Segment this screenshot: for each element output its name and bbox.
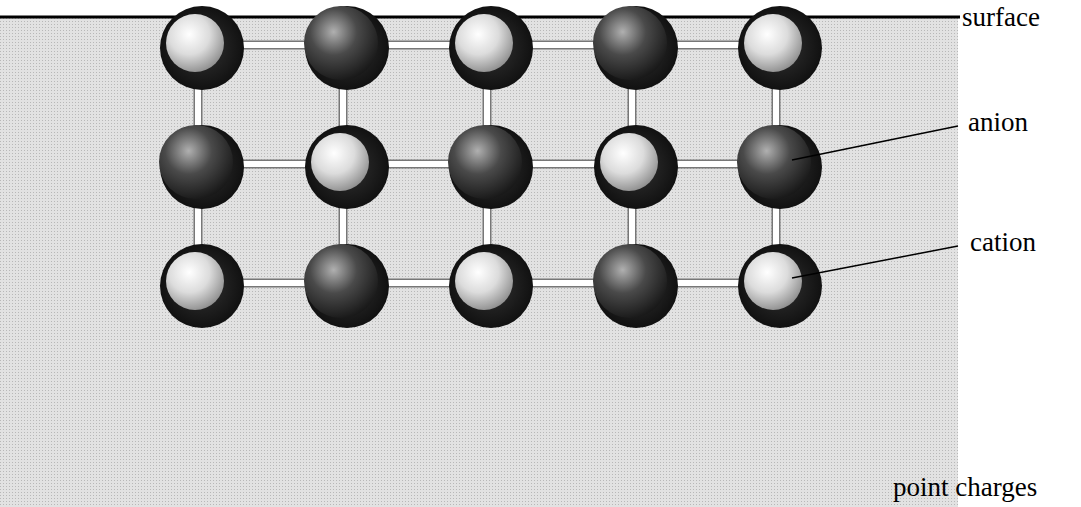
back-ion xyxy=(738,6,822,90)
cation-sphere xyxy=(600,133,658,191)
anion-sphere xyxy=(304,6,378,80)
cation-sphere xyxy=(166,252,224,310)
label-text: surface xyxy=(962,4,1040,31)
back-ion xyxy=(305,6,389,90)
back-ion xyxy=(449,125,533,209)
back-ion xyxy=(449,244,533,328)
anion-sphere xyxy=(593,6,667,80)
back-ion xyxy=(594,125,678,209)
leader-line xyxy=(792,126,958,160)
cation-sphere xyxy=(744,252,802,310)
cation-sphere xyxy=(166,14,224,72)
bulk-region xyxy=(0,18,958,507)
back-ion xyxy=(305,244,389,328)
back-ion xyxy=(305,125,389,209)
anion-sphere xyxy=(593,244,667,318)
back-ion xyxy=(449,6,533,90)
anion-sphere xyxy=(448,125,522,199)
leader-line xyxy=(792,246,958,278)
back-ion xyxy=(160,125,244,209)
cation-sphere xyxy=(455,14,513,72)
cation-sphere xyxy=(744,14,802,72)
label-text: anion xyxy=(968,109,1028,136)
cation-sphere xyxy=(311,133,369,191)
anion-sphere xyxy=(159,125,233,199)
cation-sphere xyxy=(455,252,513,310)
lattice xyxy=(159,6,822,328)
back-ion xyxy=(594,6,678,90)
back-ion xyxy=(594,244,678,328)
label-text: cation xyxy=(970,229,1036,256)
back-ion xyxy=(160,6,244,90)
back-ion xyxy=(160,244,244,328)
anion-sphere xyxy=(737,125,811,199)
anion-sphere xyxy=(304,244,378,318)
back-ion xyxy=(738,244,822,328)
back-ion xyxy=(738,125,822,209)
label-text: point charges xyxy=(893,474,1037,501)
